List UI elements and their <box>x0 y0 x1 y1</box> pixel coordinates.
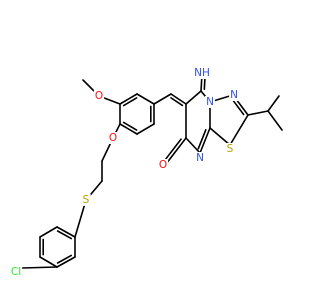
bond <box>185 90 202 105</box>
atom-s-thiadiazole: S <box>227 143 234 155</box>
bond <box>209 127 231 146</box>
bond <box>56 226 76 238</box>
bond <box>119 123 138 135</box>
bond <box>122 97 138 107</box>
bond <box>165 137 187 165</box>
bond <box>21 266 58 269</box>
bond <box>229 114 249 146</box>
bond <box>185 137 201 154</box>
bond <box>231 98 245 116</box>
atom-cl: Cl <box>11 266 21 278</box>
bond <box>56 256 76 268</box>
bond <box>74 199 87 238</box>
atom-n-bridge: N <box>206 96 214 108</box>
molecule-structure: Cl S O O NH N N N S O <box>9 67 283 278</box>
atom-o-ether: O <box>109 132 117 144</box>
bond <box>136 93 155 105</box>
atom-label-background <box>225 143 235 155</box>
atom-label-background <box>205 96 215 108</box>
bond <box>199 127 211 154</box>
atom-label-background <box>9 266 23 278</box>
atom-n-thiadiazole: N <box>230 89 238 101</box>
bond <box>119 93 138 105</box>
bond <box>247 110 269 116</box>
bond <box>56 230 73 240</box>
atom-label-background <box>107 132 119 144</box>
bond <box>39 226 58 238</box>
bond <box>267 95 280 112</box>
bond <box>39 256 58 268</box>
atom-o-carbonyl: O <box>159 159 167 171</box>
bond <box>136 123 155 135</box>
bond-layer <box>21 73 283 269</box>
bond <box>56 254 73 264</box>
atom-label-background <box>93 90 105 102</box>
atom-label-background <box>193 67 211 79</box>
bond <box>170 97 184 107</box>
atom-label-layer: Cl S O O NH N N N S O <box>9 67 239 278</box>
bond <box>165 138 182 160</box>
atom-o-methoxy: O <box>95 90 103 102</box>
atom-label-background <box>195 152 205 164</box>
bond <box>122 121 138 131</box>
atom-n-pyrimidine: N <box>196 152 204 164</box>
bond <box>153 93 172 105</box>
atom-label-background <box>81 194 91 206</box>
bond <box>170 93 187 105</box>
bond <box>267 110 283 131</box>
atom-s-thioether: S <box>83 194 90 206</box>
atom-imine-nh: NH <box>194 67 210 79</box>
atom-label-background <box>229 89 239 101</box>
bond <box>197 129 207 150</box>
atom-label-background <box>157 159 169 171</box>
